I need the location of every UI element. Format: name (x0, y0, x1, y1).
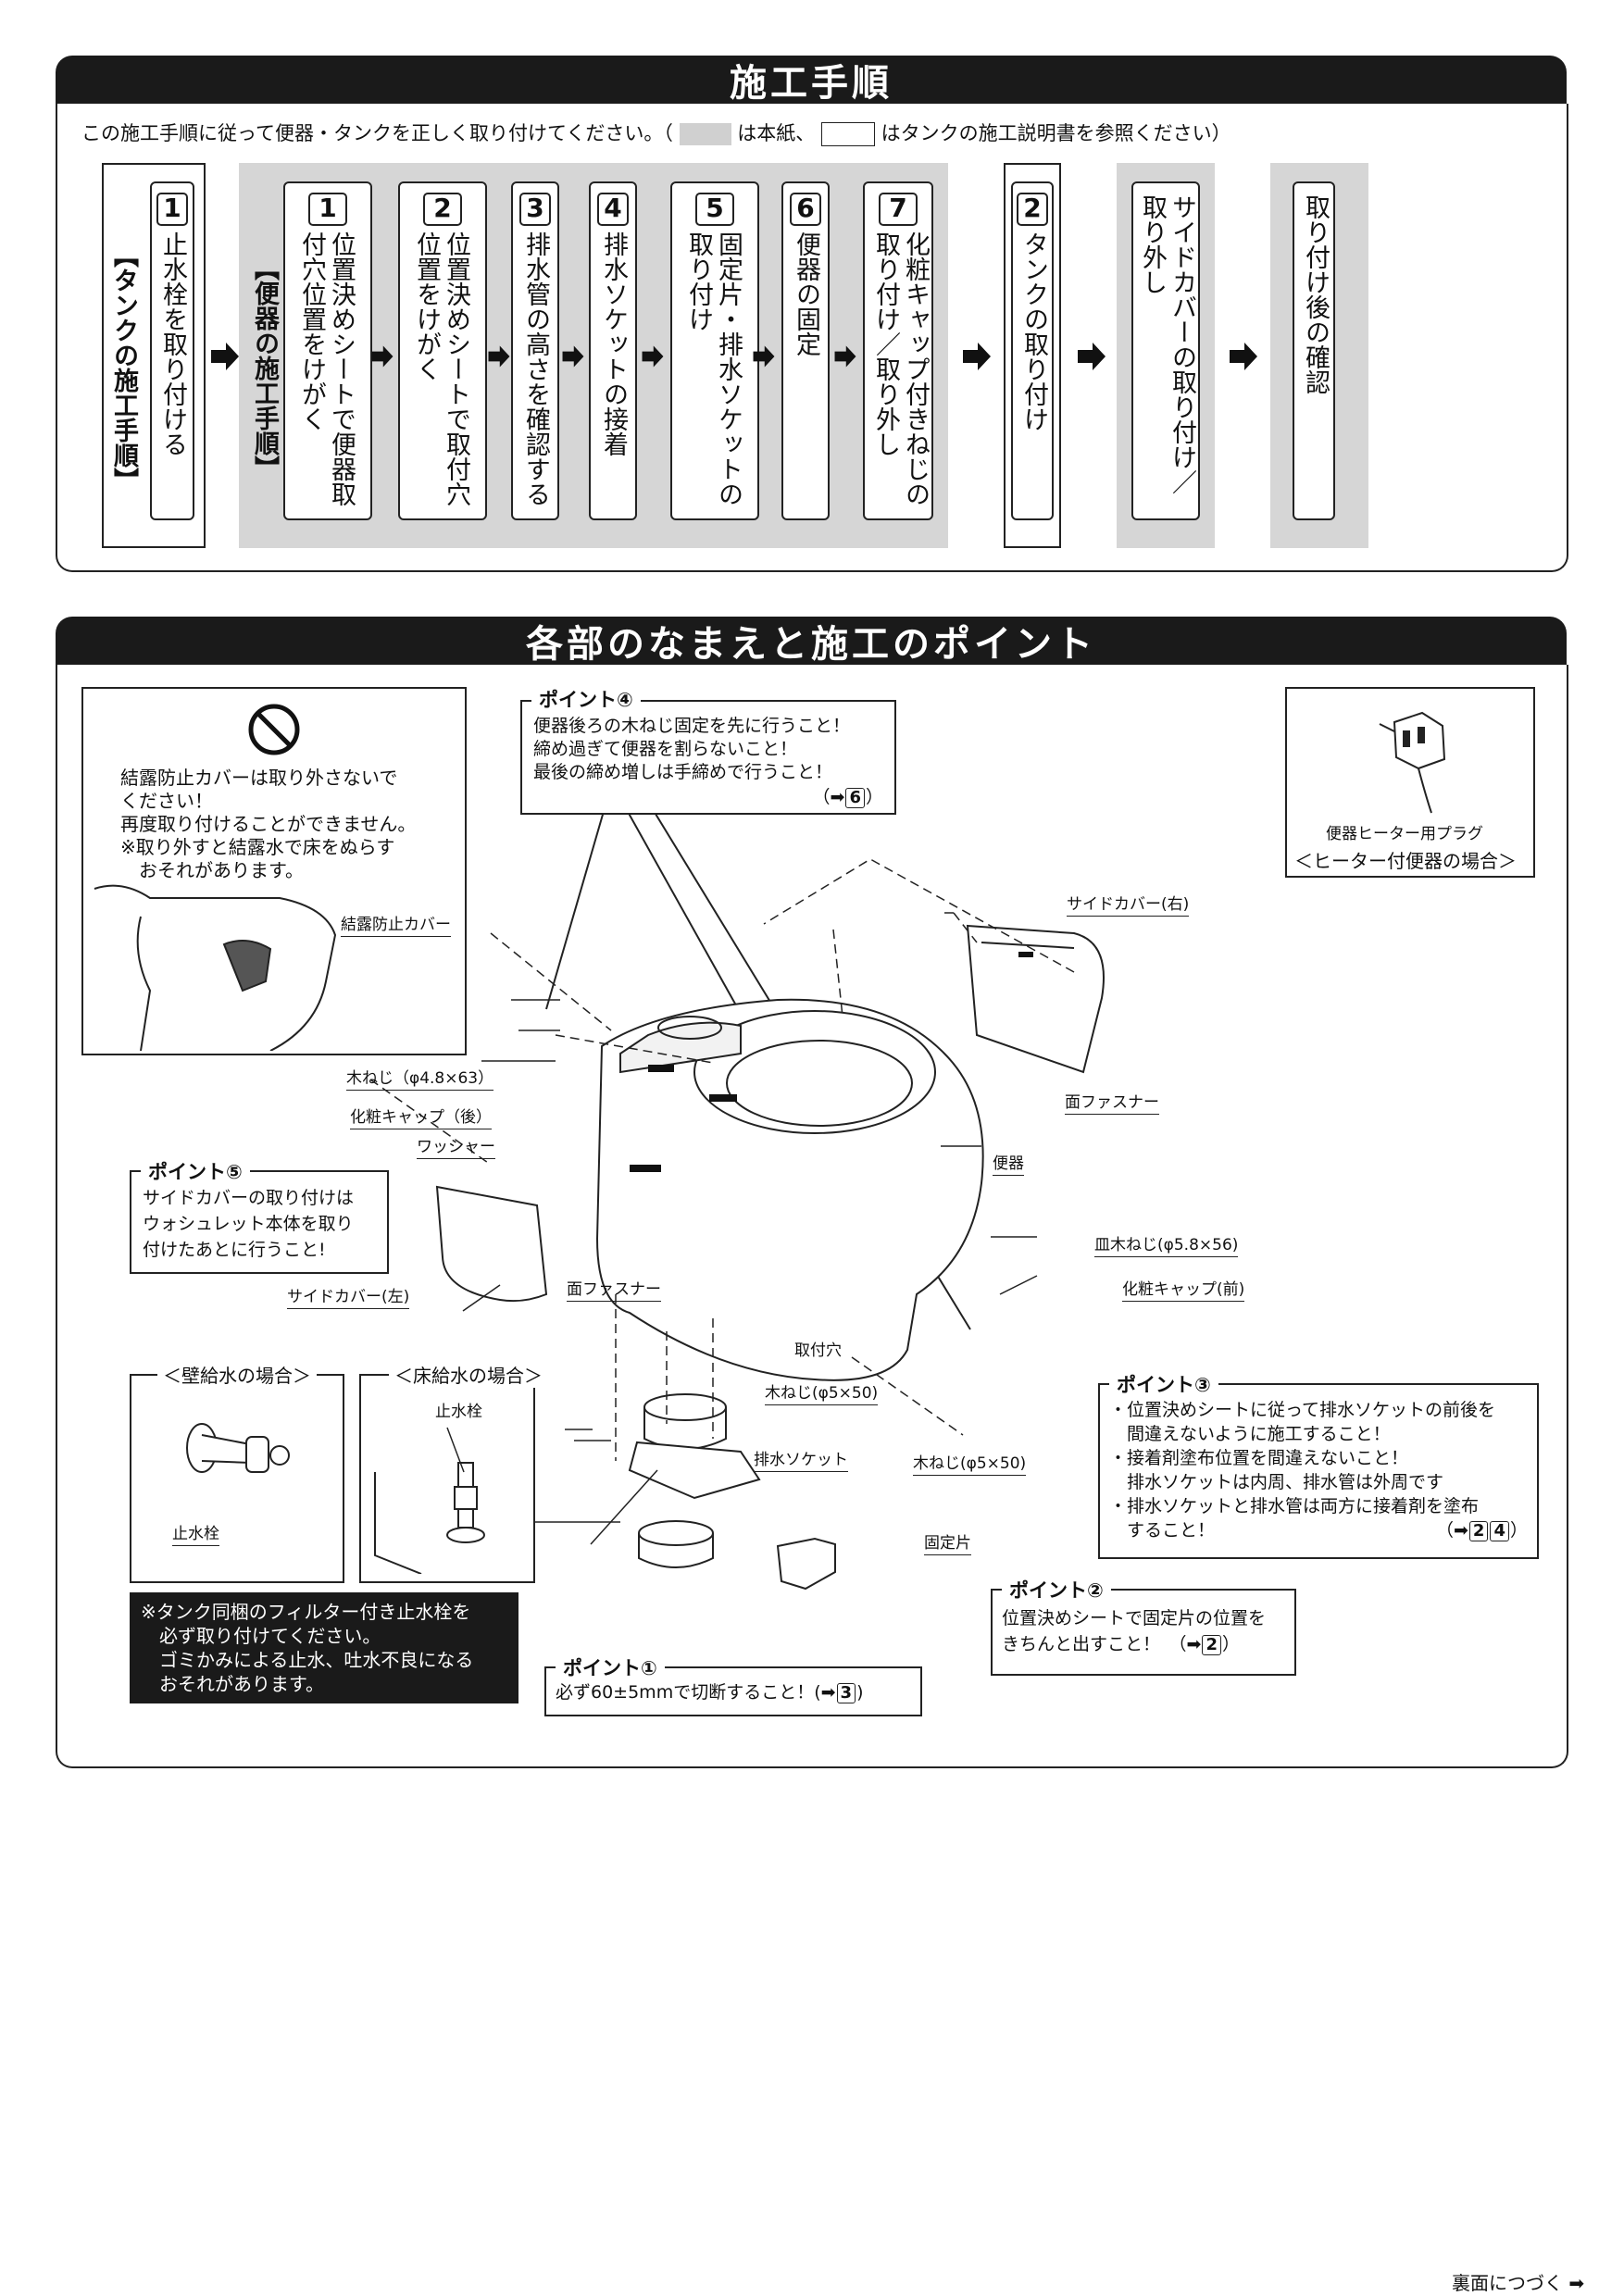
wall-valve-label: 止水栓 (172, 1520, 219, 1546)
arrow-icon (562, 345, 584, 368)
procedure-title: 施工手順 (56, 56, 1567, 105)
parts-frame (56, 665, 1568, 1768)
mount-hole-label: 取付穴 (794, 1341, 842, 1360)
wall-supply-box (130, 1374, 344, 1583)
point1-title: ポイント① (556, 1653, 665, 1681)
fixing-piece-label: 固定片 (924, 1529, 971, 1555)
toilet-step-7: 7 化粧キャップ付きねじの取り付け／取り外し (863, 181, 933, 520)
floor-valve-icon (374, 1427, 485, 1574)
continue-on-back: 裏面につづく ➡ (1452, 2272, 1585, 2294)
drain-socket-label: 排水ソケット (754, 1446, 848, 1472)
toilet-step-6: 6 便器の固定 (781, 181, 830, 520)
arrow-icon (488, 345, 510, 368)
toilet-step-2: 2 位置決めシートで取付穴位置をけがく (398, 181, 487, 520)
wood-screw-rear-label: 木ねじ（φ4.8×63） (346, 1065, 494, 1091)
wall-valve-icon (186, 1423, 290, 1473)
no-remove-cover-box (81, 687, 467, 1055)
condensation-cover-label: 結露防止カバー (341, 911, 451, 937)
tank-step-2: 2 タンクの取り付け (1011, 181, 1054, 520)
procedure-frame (56, 104, 1568, 572)
washer-label: ワッシャー (417, 1133, 495, 1159)
side-cover-right-label: サイドカバー(右) (1067, 891, 1190, 917)
ref-arrow-icon: ➡ (820, 1682, 836, 1703)
tank-group-box-2 (1004, 163, 1061, 548)
arrow-icon (1230, 343, 1257, 370)
toilet-label: 便器 (993, 1150, 1024, 1176)
point5-title: ポイント⑤ (141, 1157, 250, 1185)
side-cover-step: サイドカバーの取り付け／取り外し (1131, 181, 1200, 520)
cover-illustration (94, 884, 337, 1051)
wood-screw-b-label: 木ねじ(φ5×50) (913, 1450, 1027, 1476)
arrow-icon (834, 345, 856, 368)
floor-supply-title: ＜床給水の場合＞ (389, 1361, 548, 1388)
final-step: 取り付け後の確認 (1293, 181, 1335, 520)
toilet-step-4: 4 排水ソケットの接着 (589, 181, 637, 520)
point5-box: サイドカバーの取り付けは ウォシュレット本体を取り 付けたあとに行うこと! (130, 1170, 389, 1274)
arrow-icon (642, 345, 664, 368)
wall-supply-title: ＜壁給水の場合＞ (157, 1361, 317, 1388)
legend-gray-swatch (679, 123, 731, 145)
point4-title: ポイント④ (531, 685, 641, 713)
floor-valve-label: 止水栓 (435, 1403, 482, 1421)
arrow-icon (963, 343, 991, 370)
ref-arrow-icon: ➡ (830, 787, 845, 807)
point2-title: ポイント② (1002, 1576, 1111, 1603)
velcro-label-1: 面ファスナー (1065, 1089, 1159, 1115)
point3-title: ポイント③ (1109, 1370, 1218, 1398)
filter-note: ※タンク同梱のフィルター付き止水栓を 必ず取り付けてください。 ゴミかみによる止… (130, 1592, 518, 1703)
dish-screw-label: 皿木ねじ(φ5.8×56) (1094, 1231, 1239, 1257)
ref-arrow-icon: ➡ (1186, 1634, 1202, 1654)
tank-group-box (102, 163, 206, 548)
arrow-icon (211, 343, 239, 370)
point1-box: 必ず60±5mmで切断すること！(➡3) (544, 1666, 922, 1716)
arrow-icon (371, 345, 394, 368)
ref-arrow-icon: ➡ (1454, 1520, 1468, 1541)
velcro-label-2: 面ファスナー (567, 1276, 661, 1302)
arrow-icon (753, 345, 775, 368)
heater-plug-label: 便器ヒーター用プラグ (1326, 825, 1483, 843)
tank-step-1: 1 止水栓を取り付ける (150, 181, 194, 520)
prohibited-icon (248, 704, 300, 755)
cap-front-label: 化粧キャップ(前) (1122, 1276, 1245, 1302)
point4-box: 便器後ろの木ねじ固定を先に行うこと！ 締め過ぎて便器を割らないこと！ 最後の締め… (520, 700, 896, 815)
point3-box: ・位置決めシートに従って排水ソケットの前後を 間違えないように施工すること！ ・… (1098, 1383, 1539, 1559)
side-cover-left-label: サイドカバー(左) (287, 1283, 410, 1309)
arrow-icon (1078, 343, 1106, 370)
arrow-right-icon: ➡ (1563, 2272, 1585, 2294)
wood-screw-a-label: 木ねじ(φ5×50) (765, 1379, 879, 1405)
toilet-step-5: 5 固定片・排水ソケットの取り付け (670, 181, 759, 520)
tank-group-label: 【タンクの施工手順】 (109, 243, 138, 493)
cap-rear-label: 化粧キャップ（後） (350, 1104, 492, 1129)
heater-case-label: ＜ヒーター付便器の場合＞ (1294, 850, 1517, 872)
toilet-group-label: 【便器の施工手順】 (250, 256, 279, 480)
toilet-step-3: 3 排水管の高さを確認する (511, 181, 559, 520)
legend-white-swatch (820, 122, 875, 146)
no-remove-text: 結露防止カバーは取り外さないで ください！ 再度取り付けることができません。 ※… (120, 767, 417, 881)
exploded-diagram (255, 693, 1105, 1591)
toilet-step-1: 1 位置決めシートで便器取付穴位置をけがく (283, 181, 372, 520)
procedure-intro: この施工手順に従って便器・タンクを正しく取り付けてください。（ は本紙、 はタン… (81, 122, 1231, 146)
plug-icon (1379, 711, 1446, 814)
parts-title: 各部のなまえと施工のポイント (56, 617, 1567, 666)
